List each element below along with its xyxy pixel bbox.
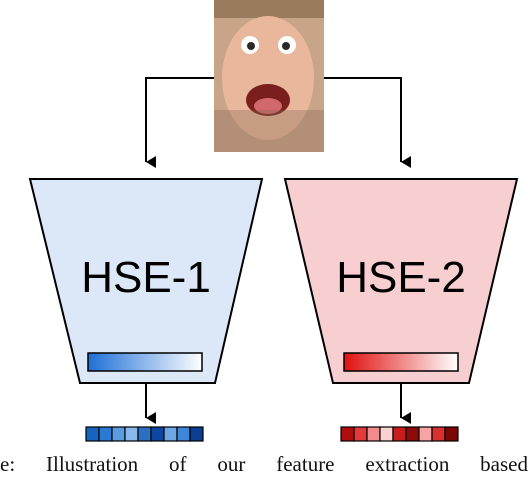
arrow-to-hse-2 <box>324 77 411 168</box>
encoder-trapezoid <box>28 178 264 384</box>
feature-cell <box>137 426 152 442</box>
embedding-bar <box>343 352 459 372</box>
encoder-hse-1: HSE-1 <box>28 178 264 384</box>
feature-cell <box>392 426 407 442</box>
feature-cell <box>98 426 113 442</box>
feature-cell <box>444 426 459 442</box>
encoder-hse-2: HSE-2 <box>283 178 519 384</box>
feature-cell <box>85 426 100 442</box>
encoder-label: HSE-1 <box>81 253 211 302</box>
feature-vector-hse-2 <box>340 426 459 442</box>
feature-cell <box>189 426 204 442</box>
input-connector <box>145 77 411 168</box>
feature-cell <box>340 426 355 442</box>
feature-cell <box>111 426 126 442</box>
feature-cell <box>150 426 165 442</box>
feature-cell <box>431 426 446 442</box>
arrow-to-hse-1 <box>145 77 214 168</box>
feature-cell <box>163 426 178 442</box>
embedding-bar <box>87 352 203 372</box>
feature-cell <box>366 426 381 442</box>
feature-vector-hse-1 <box>85 426 204 442</box>
figure-caption: e: Illustration of our feature extractio… <box>0 452 528 476</box>
feature-cell <box>124 426 139 442</box>
feature-cell <box>176 426 191 442</box>
encoder-label: HSE-2 <box>336 253 466 302</box>
feature-cell <box>405 426 420 442</box>
feature-cell <box>353 426 368 442</box>
feature-cell <box>379 426 394 442</box>
encoder-trapezoid <box>283 178 519 384</box>
input-face-image <box>214 0 324 152</box>
feature-cell <box>418 426 433 442</box>
